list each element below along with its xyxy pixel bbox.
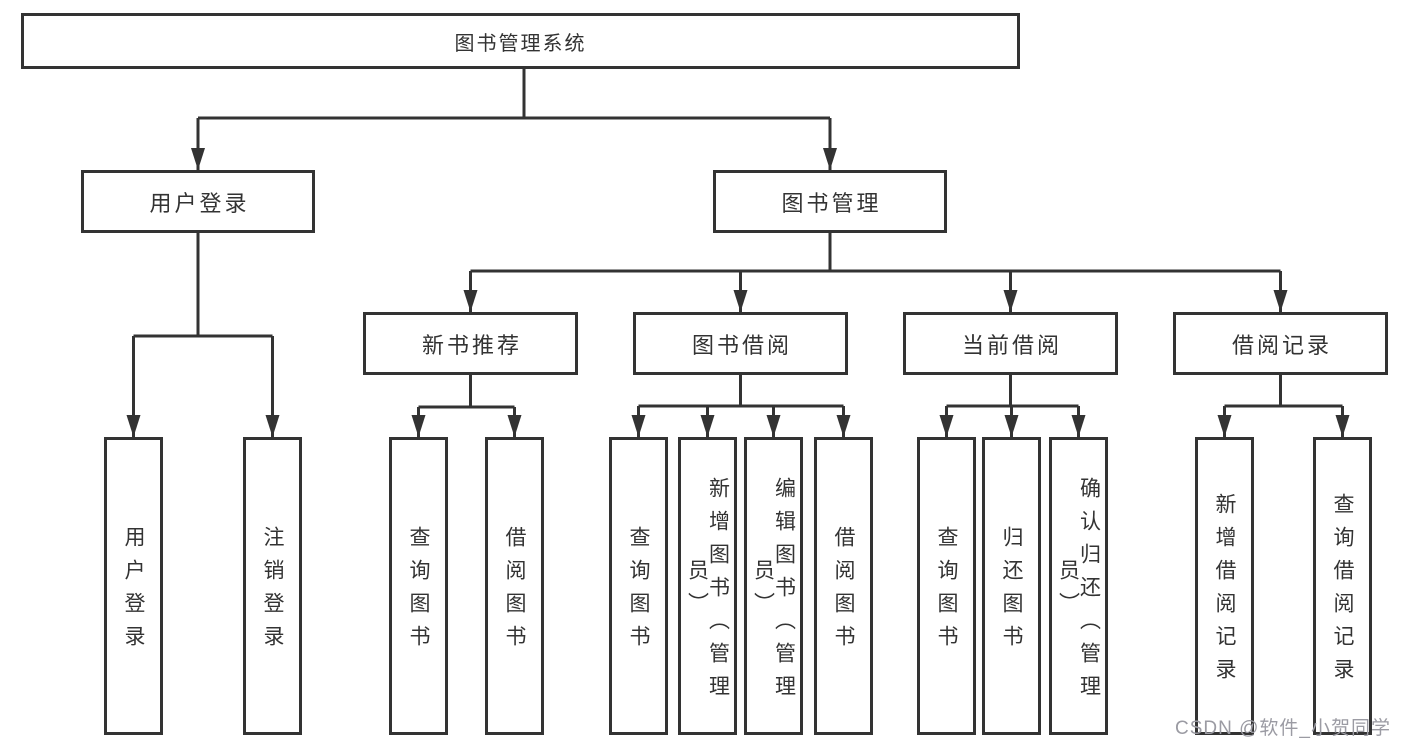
node-label: 用户登录 [149,190,250,216]
node-label: 图书借阅 [691,332,792,358]
node-label: 当前借阅 [961,332,1062,358]
leaf-label: 查询图书 [627,526,650,658]
leaf-query-books-current: 查询图书 [917,437,976,735]
leaf-query-borrowing-record: 查询借阅记录 [1313,437,1372,735]
node-label: 新书推荐 [421,332,522,358]
leaf-label: 确认归还（管理员） [1056,476,1101,708]
leaf-query-books-borrowing: 查询图书 [609,437,668,735]
leaf-query-books-recommend: 查询图书 [389,437,448,735]
node-label: 借阅记录 [1231,332,1332,358]
leaf-label: 查询图书 [407,526,430,658]
leaf-add-borrowing-record: 新增借阅记录 [1195,437,1254,735]
leaf-edit-book-admin: 编辑图书（管理员） [744,437,803,735]
leaf-logout: 注销登录 [243,437,302,735]
node-library-management-system: 图书管理系统 [21,13,1020,69]
node-label: 图书管理系统 [454,32,587,55]
leaf-label: 归还图书 [1000,526,1023,658]
leaf-label: 查询借阅记录 [1331,493,1354,691]
leaf-add-book-admin: 新增图书（管理员） [678,437,737,735]
leaf-borrow-books-recommend: 借阅图书 [485,437,544,735]
csdn-watermark: CSDN @软件_小贺同学 [1175,718,1391,739]
leaf-label: 查询图书 [935,526,958,658]
leaf-user-login: 用户登录 [104,437,163,735]
node-new-book-recommendation: 新书推荐 [363,312,578,375]
leaf-label: 借阅图书 [503,526,526,658]
node-book-management: 图书管理 [713,170,947,233]
node-current-borrowing: 当前借阅 [903,312,1118,375]
leaf-confirm-return-admin: 确认归还（管理员） [1049,437,1108,735]
node-user-login: 用户登录 [81,170,315,233]
leaf-label: 注销登录 [261,526,284,658]
leaf-label: 编辑图书（管理员） [751,476,796,708]
leaf-label: 新增图书（管理员） [685,476,730,708]
leaf-label: 用户登录 [122,526,145,658]
leaf-borrow-books-borrowing: 借阅图书 [814,437,873,735]
node-book-borrowing: 图书借阅 [633,312,848,375]
leaf-label: 借阅图书 [832,526,855,658]
node-borrowing-records: 借阅记录 [1173,312,1388,375]
node-label: 图书管理 [781,190,882,216]
leaf-return-books: 归还图书 [982,437,1041,735]
leaf-label: 新增借阅记录 [1213,493,1236,691]
